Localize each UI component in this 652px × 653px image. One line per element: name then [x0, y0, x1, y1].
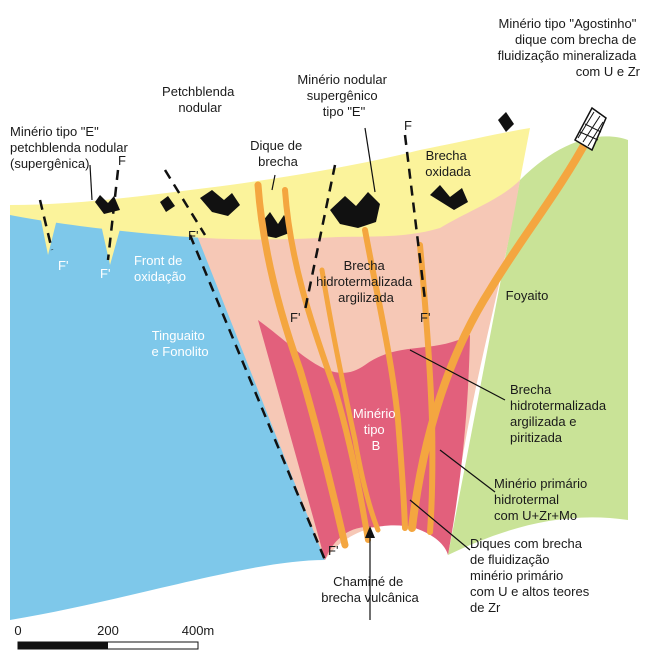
label-dique-de-brecha: Dique de brecha: [250, 138, 306, 169]
label-tinguaito-fonolito: Tinguaito e Fonolito: [151, 328, 208, 359]
scale-bar: 0 200 400m: [14, 623, 214, 649]
label-agostinho: Minério tipo "Agostinho" dique com brech…: [498, 16, 641, 79]
scale-tick-200: 200: [97, 623, 119, 638]
fault-label: F: [118, 153, 126, 168]
label-brecha-oxidada: Brecha oxidada: [425, 148, 471, 179]
scale-tick-0: 0: [14, 623, 21, 638]
fault-label: F': [58, 258, 68, 273]
label-petchblenda-nodular: Petchblenda nodular: [162, 84, 238, 115]
fault-label: F': [100, 266, 110, 281]
label-foyaito: Foyaito: [506, 288, 549, 303]
label-diques-fluidizacao: Diques com brecha de fluidização minério…: [470, 536, 593, 615]
label-front-de-oxidacao: Front de oxidação: [134, 253, 186, 284]
label-minerio-nodular-supergenico: Minério nodular supergênico tipo "E": [297, 72, 390, 119]
scale-tick-400: 400m: [182, 623, 215, 638]
label-minerio-tipo-e: Minério tipo "E" petchblenda nodular (su…: [10, 124, 131, 171]
fault-label: F': [188, 228, 198, 243]
label-chamine: Chaminé de brecha vulcânica: [321, 574, 419, 605]
fault-label: F: [404, 118, 412, 133]
fault-label: F': [328, 543, 338, 558]
fault-label: F': [420, 310, 430, 325]
fault-label: F': [290, 310, 300, 325]
